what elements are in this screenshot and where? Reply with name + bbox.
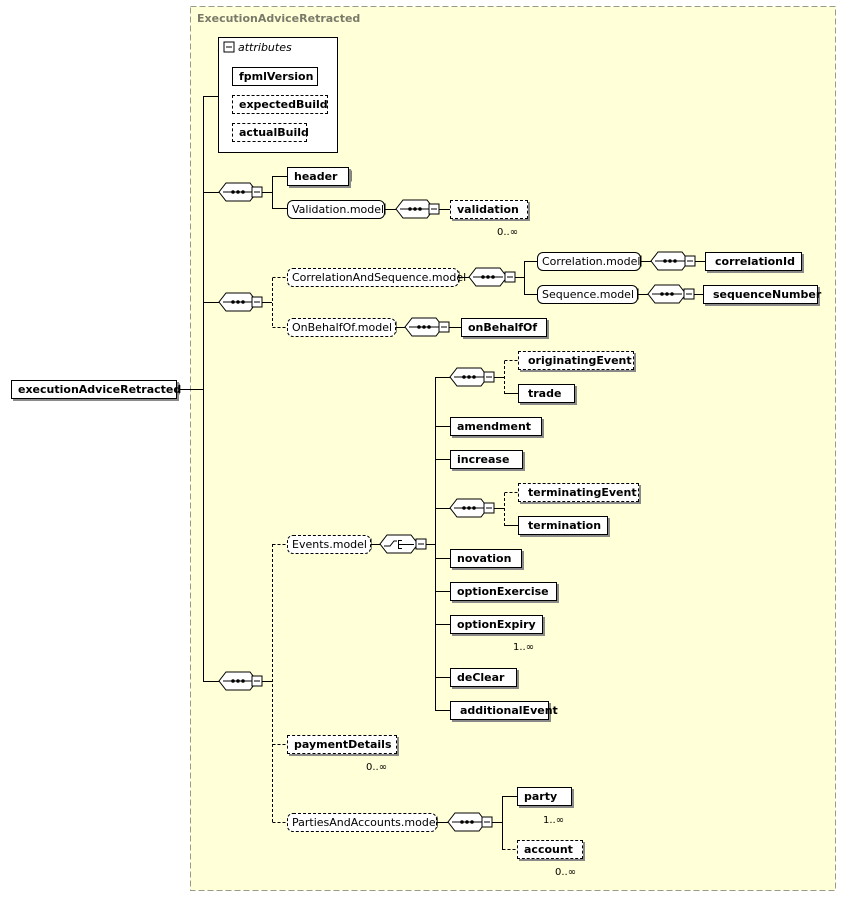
party-multiplicity: 1..∞ [543,815,565,826]
collapse-minus-icon [504,271,516,283]
option-expiry-multiplicity: 1..∞ [513,642,535,653]
sequence-compositor-icon [449,498,489,518]
sequence-compositor-icon [650,251,690,271]
collapse-minus-icon [683,288,695,300]
validation-multiplicity: 0..∞ [497,227,519,238]
element-validation[interactable]: validation [450,200,528,219]
collapse-minus-icon [251,675,263,687]
payment-details-multiplicity: 0..∞ [366,762,388,773]
collapse-minus-icon [483,371,495,383]
sequence-compositor-icon [218,671,258,691]
group-validation-model[interactable]: Validation.model [287,200,385,219]
element-de-clear[interactable]: deClear [450,668,517,687]
sequence-compositor-icon [447,812,487,832]
sequence-compositor-icon [647,284,687,304]
root-element[interactable]: executionAdviceRetracted [11,380,181,399]
element-terminating-event[interactable]: terminatingEvent [518,483,639,502]
collapse-minus-icon [251,186,263,198]
collapse-minus-icon [684,255,696,267]
element-additional-event[interactable]: additionalEvent [450,701,558,720]
group-parties-and-accounts-model[interactable]: PartiesAndAccounts.model [287,813,439,832]
sequence-compositor-icon [218,182,258,202]
sequence-compositor-icon [404,317,444,337]
collapse-minus-icon [428,203,440,215]
element-sequence-number[interactable]: sequenceNumber [703,285,821,304]
collapse-minus-icon [483,502,495,514]
group-on-behalf-of-model[interactable]: OnBehalfOf.model [287,318,396,337]
element-header[interactable]: header [287,167,349,186]
sequence-compositor-icon [468,267,508,287]
attribute-fpml-version[interactable]: fpmlVersion [232,67,318,86]
element-option-exercise[interactable]: optionExercise [450,582,557,601]
attributes-label: attributes [238,41,292,54]
collapse-minus-icon [438,321,450,333]
account-multiplicity: 0..∞ [555,867,577,878]
sequence-compositor-icon [395,199,435,219]
element-novation[interactable]: novation [450,549,522,568]
element-increase[interactable]: increase [450,450,523,469]
collapse-minus-icon [251,296,263,308]
element-trade[interactable]: trade [518,384,575,403]
sequence-compositor-icon [449,367,489,387]
element-account[interactable]: account [517,840,583,859]
element-amendment[interactable]: amendment [450,417,542,436]
element-party[interactable]: party [517,787,572,806]
attribute-expected-build[interactable]: expectedBuild [232,95,328,114]
element-option-expiry[interactable]: optionExpiry [450,615,543,634]
choice-compositor-icon [379,534,419,554]
group-sequence-model[interactable]: Sequence.model [537,285,638,304]
group-events-model[interactable]: Events.model [287,535,371,554]
element-correlation-id[interactable]: correlationId [705,252,802,271]
collapse-minus-icon [223,41,235,53]
group-correlation-and-sequence-model[interactable]: CorrelationAndSequence.model [287,268,466,287]
group-correlation-model[interactable]: Correlation.model [537,252,641,271]
element-payment-details[interactable]: paymentDetails [287,735,397,754]
attribute-actual-build[interactable]: actualBuild [232,123,309,142]
element-on-behalf-of[interactable]: onBehalfOf [461,318,547,337]
element-originating-event[interactable]: originatingEvent [518,351,634,370]
sequence-compositor-icon [218,292,258,312]
collapse-minus-icon [415,538,427,550]
element-termination[interactable]: termination [518,516,608,535]
type-title: ExecutionAdviceRetracted [197,12,361,25]
collapse-minus-icon [481,816,493,828]
